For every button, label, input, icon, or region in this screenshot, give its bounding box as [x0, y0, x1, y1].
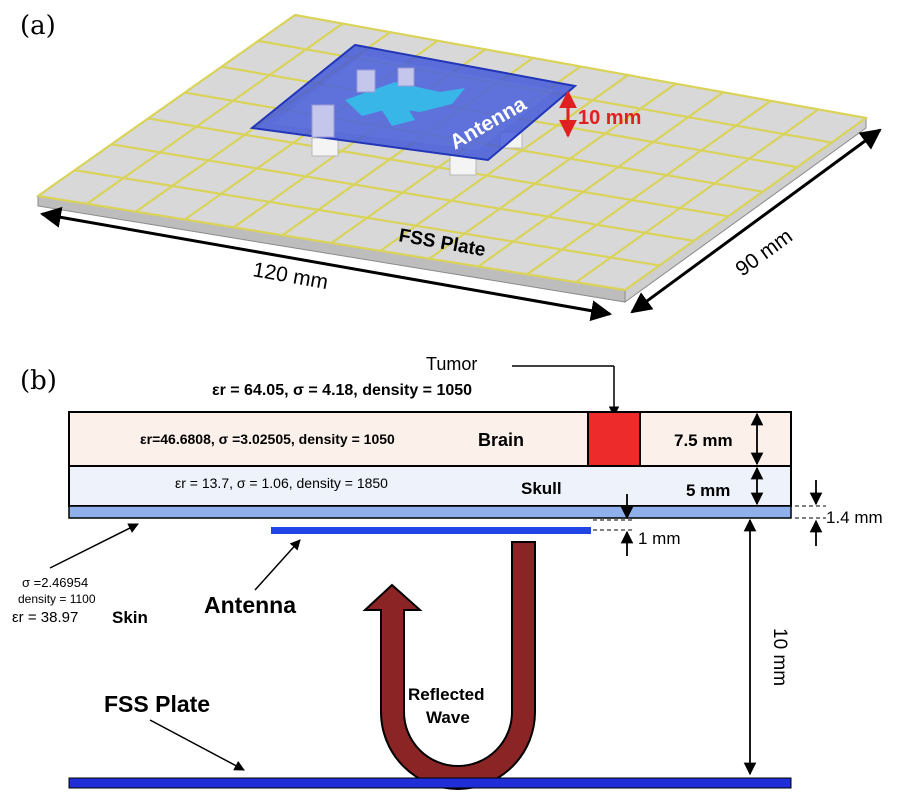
- skull-layer: [68, 465, 792, 507]
- gap-dim-label: 1 mm: [638, 529, 681, 548]
- tumor-props: εr = 64.05, σ = 4.18, density = 1050: [212, 382, 472, 399]
- panel-b: (b) Tumor εr = 64.05, σ = 4.18, density …: [12, 354, 883, 790]
- skin-density: density = 1100: [18, 592, 96, 606]
- antenna-patch-feed: [378, 99, 415, 126]
- antenna-label-b: Antenna: [204, 592, 296, 618]
- panel-b-label: (b): [20, 366, 57, 396]
- panel-a-label: (a): [20, 11, 56, 41]
- fss-plate-bar: [68, 777, 792, 789]
- antenna-spacer-1: [311, 137, 339, 157]
- brain-label: Brain: [478, 430, 524, 450]
- brain-dim-label: 7.5 mm: [674, 431, 733, 450]
- fss-leader: [149, 719, 245, 771]
- antenna-connector-3: [397, 67, 415, 87]
- antenna-bar: [271, 527, 591, 534]
- skull-label: Skull: [521, 479, 562, 498]
- fss-grid-line: [294, 13, 867, 120]
- fss-label-b: FSS Plate: [104, 691, 210, 717]
- tumor-label: Tumor: [426, 354, 477, 374]
- skin-dim-label: 1.4 mm: [826, 508, 883, 527]
- antenna-connector-2: [356, 69, 376, 93]
- panel-a: (a) Antenna 10 mm FSS Plate: [20, 11, 882, 322]
- skin-sigma: σ =2.46954: [22, 575, 88, 590]
- distance-dim-label: 10 mm: [769, 628, 790, 686]
- antenna-3d: Antenna: [249, 43, 578, 176]
- antenna-connector-1: [311, 104, 335, 138]
- wave-label-2: Wave: [426, 708, 470, 727]
- skin-leader: [49, 523, 139, 569]
- fss-grid-line: [37, 14, 296, 197]
- skull-props: εr = 13.7, σ = 1.06, density = 1850: [175, 475, 388, 491]
- skull-dim-label: 5 mm: [686, 481, 730, 500]
- antenna-leader: [254, 539, 301, 591]
- antenna-height-label: 10 mm: [578, 107, 641, 129]
- tumor-block: [587, 411, 641, 467]
- fss-grid-line: [86, 22, 344, 205]
- width-dim-arrow: [630, 128, 882, 314]
- skin-label: Skin: [112, 608, 148, 627]
- skin-er: εr = 38.97: [12, 609, 78, 626]
- skin-layer: [68, 505, 792, 519]
- brain-layer: [68, 411, 792, 467]
- length-dim-arrow: [39, 206, 613, 322]
- brain-props: εr=46.6808, σ =3.02505, density = 1050: [140, 431, 395, 447]
- reflected-wave-arrow: [362, 541, 536, 790]
- wave-label-1: Reflected: [408, 685, 485, 704]
